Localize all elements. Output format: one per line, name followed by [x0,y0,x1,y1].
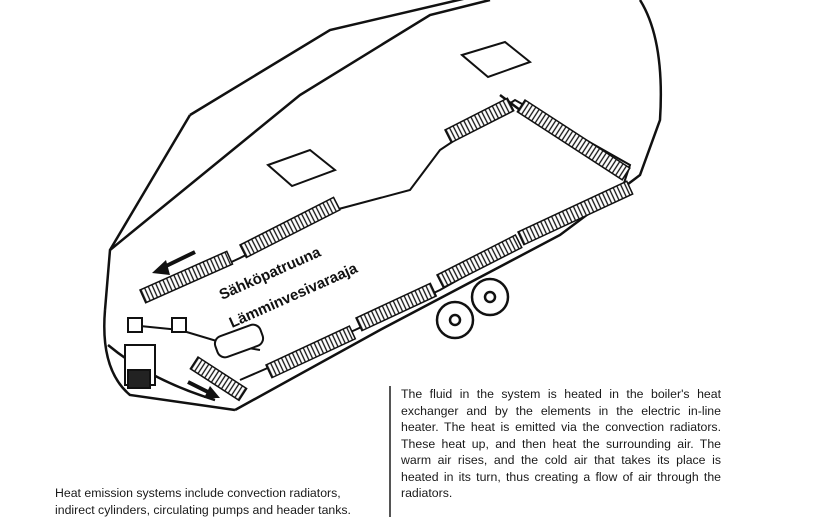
body-paragraph: The fluid in the system is heated in the… [401,387,721,500]
figure-caption: Heat emission systems include convection… [55,486,351,517]
pipes [129,98,632,381]
flow-arrows [152,250,220,398]
caravan-heating-diagram: Sähköpatruuna Lämminvesivaraaja [103,0,663,412]
radiators [139,97,634,402]
boiler-and-heater [124,317,265,389]
roof-vents [266,40,533,188]
column-divider [389,386,391,517]
wheels [435,277,510,340]
